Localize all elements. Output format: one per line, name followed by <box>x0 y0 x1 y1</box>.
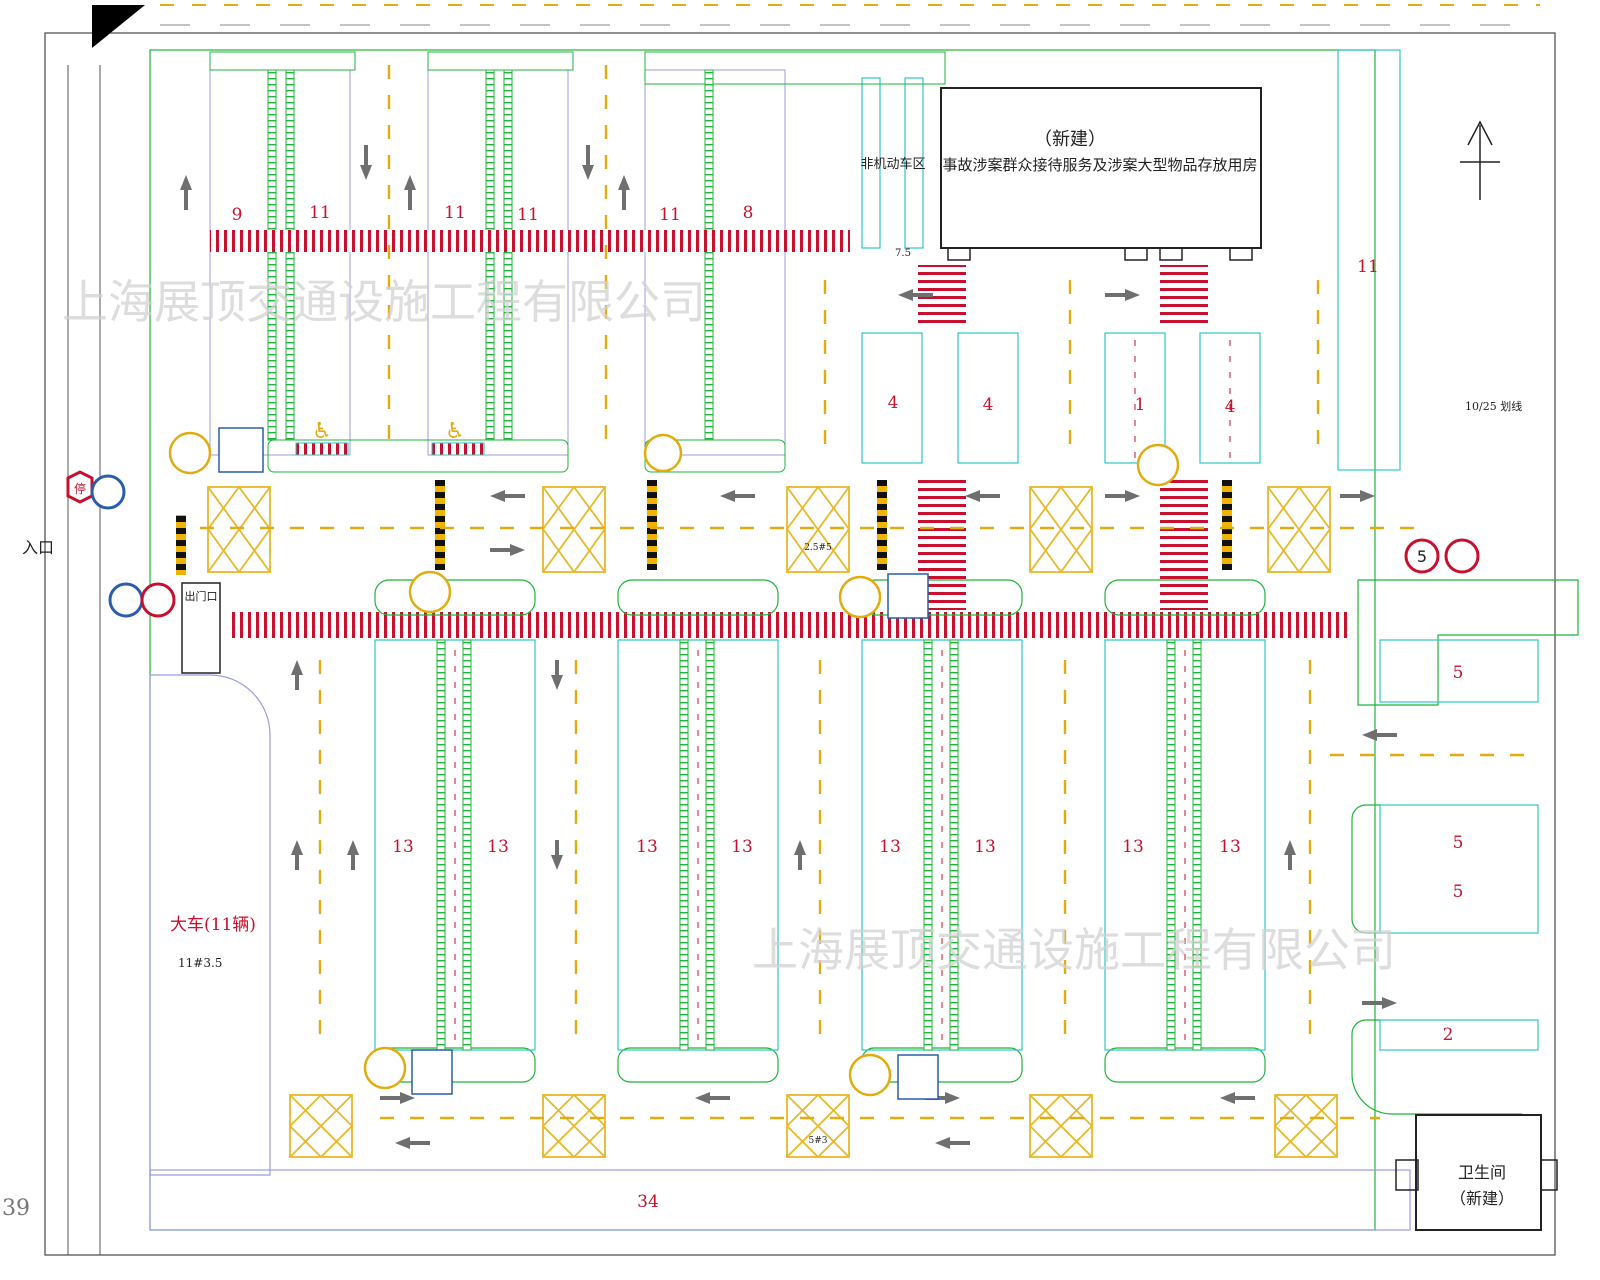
count-row13-7: 13 <box>1122 837 1144 857</box>
count-top-5: 11 <box>659 205 681 225</box>
big-car-size-label: 11#3.5 <box>178 956 222 970</box>
count-row13-1: 13 <box>392 837 414 857</box>
traffic-arrows <box>180 145 1397 1149</box>
north-arrow-icon <box>1460 120 1500 200</box>
count-top-2: 11 <box>309 203 331 223</box>
speed-bump-1 <box>435 480 445 570</box>
count-mid-4: 4 <box>1225 397 1236 417</box>
exit-booth <box>181 582 221 674</box>
dim-label-1: 2.5#5 <box>804 543 832 553</box>
building-title-1: （新建） <box>1034 129 1106 150</box>
count-bottom: 34 <box>637 1192 659 1212</box>
new-building: （新建） 事故涉案群众接待服务及涉案大型物品存放用房 <box>940 87 1262 261</box>
count-top-6: 8 <box>743 203 754 223</box>
count-row13-2: 13 <box>487 837 509 857</box>
dim-label-2: 5#3 <box>809 1136 828 1146</box>
count-right-3: 5 <box>1453 882 1464 902</box>
big-car-bays <box>149 674 1411 1231</box>
count-right-upper: 11 <box>1357 257 1379 277</box>
red-dash-lines <box>454 340 1231 1040</box>
speed-bump-2 <box>647 480 657 570</box>
accessible-icon-1: ♿ <box>312 419 332 444</box>
stop-sign-label: 停 <box>74 481 86 496</box>
speed-limit-label: 5 <box>1417 547 1427 566</box>
yellow-grid-boxes <box>207 486 1338 1158</box>
entrance-label: 入口 <box>22 538 54 557</box>
barrier-bar <box>176 515 186 575</box>
toilet-label-1: 卫生间 <box>1458 1163 1506 1182</box>
right-parking-zone <box>1351 579 1579 1115</box>
left-number-label: 39 <box>2 1196 30 1221</box>
watermark-1: 上海展顶交通设施工程有限公司 <box>62 275 706 329</box>
count-row13-8: 13 <box>1219 837 1241 857</box>
north-flag <box>92 5 145 48</box>
count-top-4: 11 <box>517 205 539 225</box>
site-boundary <box>44 32 1556 1256</box>
lane-centerlines <box>200 65 1540 1120</box>
crosswalk-middle <box>232 612 1347 638</box>
count-right-2: 5 <box>1453 833 1464 853</box>
accessible-icon-2: ♿ <box>445 419 465 444</box>
bike-zone-label: 非机动车区 <box>860 156 925 172</box>
count-right-1: 5 <box>1453 663 1464 683</box>
crosswalk-vertical-4 <box>1160 475 1208 610</box>
exit-label: 出门口 <box>185 589 218 603</box>
dim-75-label: 7.5 <box>895 248 911 259</box>
toilet-building: 卫生间 （新建） <box>1395 1114 1558 1231</box>
side-note-label: 10/25 划线 <box>1465 399 1522 413</box>
count-mid-3: 1 <box>1135 395 1146 415</box>
count-mid-2: 4 <box>983 395 994 415</box>
road-signs: 停 宽 5 <box>66 427 1480 1100</box>
count-row13-6: 13 <box>974 837 996 857</box>
speed-bump-4 <box>1222 480 1232 570</box>
count-row13-4: 13 <box>731 837 753 857</box>
count-top-3: 11 <box>444 203 466 223</box>
bike-zone: 非机动车区 7.5 <box>860 77 926 259</box>
count-row13-3: 13 <box>636 837 658 857</box>
count-mid-1: 4 <box>888 393 899 413</box>
camera-icons <box>168 431 1180 1097</box>
big-car-label: 大车(11辆) <box>170 915 256 935</box>
mid-parking-bays <box>861 49 1401 471</box>
toilet-label-2: （新建） <box>1450 1189 1514 1208</box>
count-right-4: 2 <box>1443 1025 1454 1045</box>
lower-parking-zone <box>374 579 1266 1083</box>
crosswalk-top <box>210 230 850 252</box>
building-title-2: 事故涉案群众接待服务及涉案大型物品存放用房 <box>942 156 1257 174</box>
count-top-1: 9 <box>232 205 243 225</box>
speed-bump-3 <box>877 480 887 570</box>
crosswalk-vertical-2 <box>1160 265 1208 325</box>
top-parking-zone: ♿ ♿ <box>209 51 946 473</box>
watermark-2: 上海展顶交通设施工程有限公司 <box>752 923 1396 977</box>
count-row13-5: 13 <box>879 837 901 857</box>
